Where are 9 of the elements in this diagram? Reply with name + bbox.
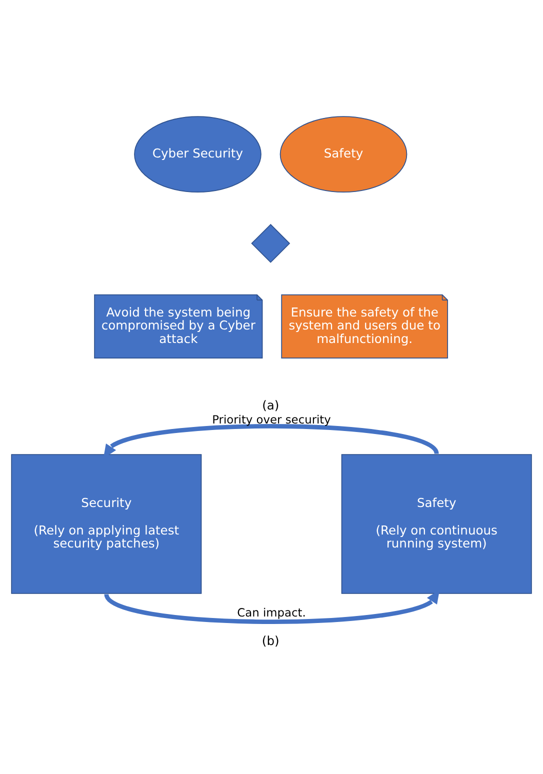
node-box: Safety (Rely on continuous running system) [341, 454, 532, 594]
node-ellipse: Safety [280, 116, 408, 192]
label: (a) [262, 398, 280, 413]
node-box: Security (Rely on applying latest security patches) [11, 454, 202, 594]
edge-label: Can impact. [237, 606, 306, 620]
node-ellipse: Cyber Security [134, 116, 262, 192]
edge-label: Priority over security [212, 412, 331, 426]
label: (b) [262, 634, 280, 648]
node-cross [251, 224, 290, 263]
